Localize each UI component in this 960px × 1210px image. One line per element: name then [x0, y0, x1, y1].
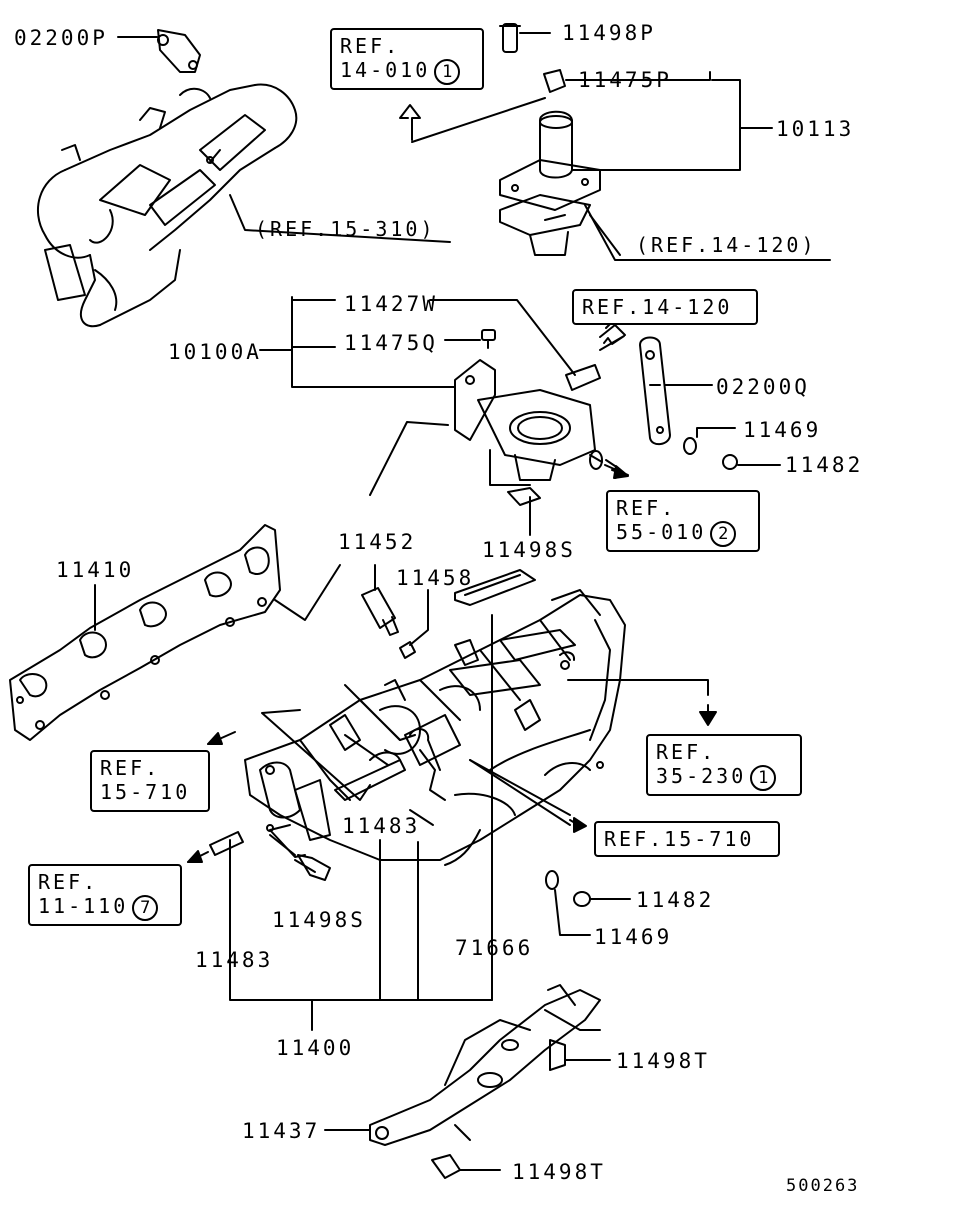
ref-line-2: 15-710 [100, 780, 191, 804]
ref-circle-number: 1 [750, 764, 777, 791]
bracket-drawing [639, 336, 781, 470]
ref-code: 11-110 [38, 894, 129, 918]
label-11437: 11437 [242, 1119, 321, 1143]
ref-circle-number: 7 [132, 894, 159, 921]
inline-ref-14-120: (REF.14-120) [636, 233, 817, 257]
ref-line-1: REF.14-120 [582, 295, 733, 319]
ref-code: 14-010 [340, 58, 431, 82]
label-10100A: 10100A [168, 340, 262, 364]
label-11498T-bottom: 11498T [512, 1160, 606, 1184]
ref-circle-number: 1 [434, 58, 461, 85]
label-11483-mid: 11483 [342, 814, 421, 838]
label-11482-top: 11482 [785, 453, 864, 477]
ref-line-1: REF. [100, 756, 161, 780]
label-11427W: 11427W [344, 292, 438, 316]
label-11475Q: 11475Q [344, 331, 438, 355]
ref-line-1: REF. [38, 870, 99, 894]
label-11469-top: 11469 [743, 418, 822, 442]
ref-line-1: REF. [656, 740, 717, 764]
ref-box-15-710-right: REF.15-710 [594, 821, 780, 857]
ref-box-15-710-left: REF. 15-710 [90, 750, 210, 812]
label-11469-bottom: 11469 [594, 925, 673, 949]
sensor-drawing [361, 564, 429, 659]
label-11452: 11452 [338, 530, 417, 554]
label-11458: 11458 [396, 566, 475, 590]
gasket-drawing [9, 421, 449, 741]
ref-arrows [187, 308, 717, 863]
ref-box-14-120: REF.14-120 [572, 289, 758, 325]
ref-code: 35-230 [656, 764, 747, 788]
intake-manifold-drawing [244, 569, 709, 1001]
label-11400: 11400 [276, 1036, 355, 1060]
label-02200P: 02200P [14, 26, 108, 50]
water-outlet-drawing [259, 296, 626, 536]
ref-code: 55-010 [616, 520, 707, 544]
label-11475P: 11475P [578, 68, 672, 92]
label-11482-bottom: 11482 [636, 888, 715, 912]
thermostat-housing-drawing [399, 23, 831, 261]
inline-ref-15-310: (REF.15-310) [255, 217, 436, 241]
pin-drawing [209, 831, 493, 1031]
ref-line-1: REF. [340, 34, 401, 58]
label-11410: 11410 [56, 558, 135, 582]
label-11498P: 11498P [562, 21, 656, 45]
diagram-id: 500263 [786, 1176, 860, 1196]
label-71666: 71666 [455, 936, 534, 960]
ref-line-1: REF.15-710 [604, 827, 755, 851]
label-02200Q: 02200Q [716, 375, 810, 399]
label-11498S-top: 11498S [482, 538, 576, 562]
ref-line-1: REF. [616, 496, 677, 520]
ref-circle-number: 2 [710, 520, 737, 547]
label-11498S-bottom: 11498S [272, 908, 366, 932]
nut-drawing [469, 759, 631, 936]
label-11498T-top: 11498T [616, 1049, 710, 1073]
label-10113: 10113 [776, 117, 855, 141]
label-11483-left: 11483 [195, 948, 274, 972]
exhaust-manifold-drawing [36, 29, 451, 328]
bolt-drawing [269, 834, 331, 881]
stay-drawing [324, 984, 611, 1179]
